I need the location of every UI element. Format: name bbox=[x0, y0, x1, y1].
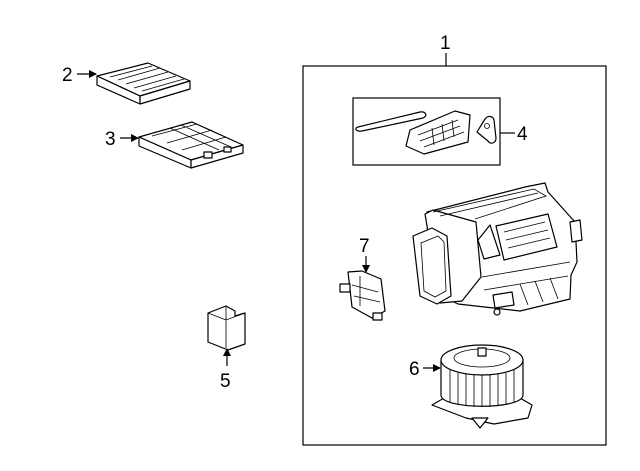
callout-3-label: 3 bbox=[105, 129, 116, 150]
assembly-frame bbox=[302, 65, 607, 446]
callout-5-label: 5 bbox=[220, 371, 231, 392]
callout-7-label: 7 bbox=[359, 236, 370, 257]
part-4-seal-kit bbox=[355, 110, 497, 155]
callout-2-label: 2 bbox=[62, 65, 73, 86]
part-2-filter-element bbox=[96, 62, 191, 105]
callout-6-label: 6 bbox=[409, 359, 420, 380]
part-6-blower-motor bbox=[431, 344, 533, 429]
part-3-filter-housing bbox=[138, 121, 244, 169]
callout-4-label: 4 bbox=[517, 124, 528, 145]
part-1-blower-housing bbox=[412, 182, 583, 316]
part-7-blower-resistor bbox=[339, 270, 386, 321]
part-4-kit-box bbox=[352, 97, 501, 166]
part-5-control-module bbox=[207, 305, 246, 351]
callout-1-label: 1 bbox=[440, 33, 451, 54]
